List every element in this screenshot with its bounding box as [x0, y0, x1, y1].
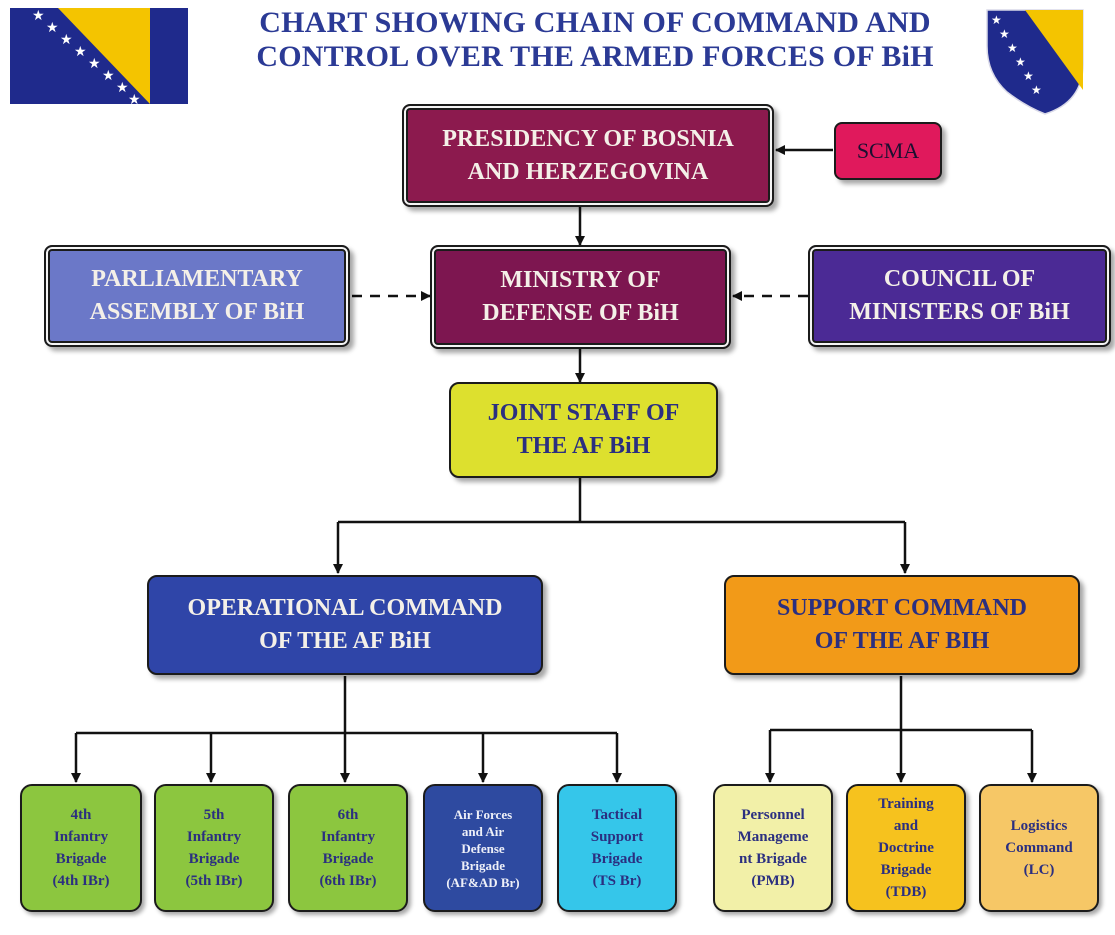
title-line-2: CONTROL OVER THE ARMED FORCES OF BiH — [256, 40, 934, 73]
council-box: COUNCIL OF MINISTERS OF BiH — [808, 245, 1111, 347]
svg-text:★: ★ — [74, 44, 87, 60]
svg-text:★: ★ — [1015, 55, 1026, 69]
scma-box: SCMA — [834, 122, 942, 180]
council-label: COUNCIL OF MINISTERS OF BiH — [849, 266, 1070, 325]
air-forces-brigade-label: Air Forces and Air Defense Brigade (AF&A… — [446, 806, 520, 890]
brigade-4-label: 4th Infantry Brigade (4th IBr) — [52, 807, 110, 889]
brigade-5-label: 5th Infantry Brigade (5th IBr) — [185, 807, 243, 889]
brigade-4-box: 4th Infantry Brigade (4th IBr) — [20, 784, 142, 912]
support-command-label: SUPPORT COMMAND OF THE AF BIH — [776, 595, 1028, 654]
chart-title: CHART SHOWING CHAIN OF COMMAND AND CONTR… — [200, 6, 990, 74]
logistics-command-label: Logistics Command (LC) — [1005, 818, 1073, 878]
presidency-box: PRESIDENCY OF BOSNIA AND HERZEGOVINA — [402, 104, 774, 207]
ministry-box: MINISTRY OF DEFENSE OF BiH — [430, 245, 731, 349]
pmb-box: Personnel Manageme nt Brigade (PMB) — [713, 784, 833, 912]
svg-text:★: ★ — [128, 92, 141, 104]
support-command-box: SUPPORT COMMAND OF THE AF BIH — [724, 575, 1080, 675]
svg-text:★: ★ — [116, 80, 129, 96]
brigade-6-box: 6th Infantry Brigade (6th IBr) — [288, 784, 408, 912]
svg-text:★: ★ — [102, 68, 115, 84]
air-forces-brigade-box: Air Forces and Air Defense Brigade (AF&A… — [423, 784, 543, 912]
operational-command-label: OPERATIONAL COMMAND OF THE AF BiH — [187, 595, 503, 654]
svg-text:★: ★ — [1031, 83, 1042, 97]
joint-staff-box: JOINT STAFF OF THE AF BiH — [449, 382, 718, 478]
tactical-support-brigade-box: Tactical Support Brigade (TS Br) — [557, 784, 677, 912]
bih-flag-image: ★ ★ ★ ★ ★ ★ ★ ★ — [10, 8, 188, 104]
joint-staff-label: JOINT STAFF OF THE AF BiH — [487, 400, 680, 459]
tdb-box: Training and Doctrine Brigade (TDB) — [846, 784, 966, 912]
svg-text:★: ★ — [32, 8, 45, 24]
flag-stars: ★ ★ ★ ★ ★ ★ ★ ★ — [32, 8, 141, 104]
pmb-label: Personnel Manageme nt Brigade (PMB) — [737, 807, 809, 889]
svg-text:★: ★ — [1023, 69, 1034, 83]
svg-text:★: ★ — [60, 32, 73, 48]
svg-text:★: ★ — [46, 20, 59, 36]
svg-text:★: ★ — [88, 56, 101, 72]
ministry-label: MINISTRY OF DEFENSE OF BiH — [482, 267, 679, 326]
tactical-support-brigade-label: Tactical Support Brigade (TS Br) — [590, 807, 644, 889]
bih-coat-of-arms-image: ★ ★ ★ ★ ★ ★ — [986, 9, 1084, 115]
tdb-label: Training and Doctrine Brigade (TDB) — [878, 796, 934, 900]
svg-text:★: ★ — [999, 27, 1010, 41]
brigade-5-box: 5th Infantry Brigade (5th IBr) — [154, 784, 274, 912]
parliament-label: PARLIAMENTARY ASSEMBLY OF BiH — [89, 266, 305, 325]
presidency-label: PRESIDENCY OF BOSNIA AND HERZEGOVINA — [442, 125, 734, 185]
title-line-1: CHART SHOWING CHAIN OF COMMAND AND — [259, 6, 931, 39]
logistics-command-box: Logistics Command (LC) — [979, 784, 1099, 912]
scma-label: SCMA — [856, 138, 920, 163]
brigade-6-label: 6th Infantry Brigade (6th IBr) — [319, 807, 377, 889]
svg-text:★: ★ — [991, 13, 1002, 27]
operational-command-box: OPERATIONAL COMMAND OF THE AF BiH — [147, 575, 543, 675]
svg-text:★: ★ — [1007, 41, 1018, 55]
parliament-box: PARLIAMENTARY ASSEMBLY OF BiH — [44, 245, 350, 347]
